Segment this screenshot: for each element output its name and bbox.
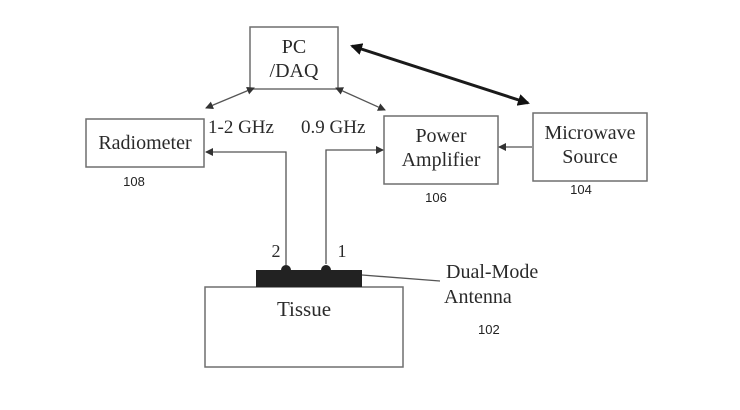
pc-radiometer-link-arrow: [205, 87, 255, 109]
power-amplifier-label-line1: Power: [415, 125, 466, 147]
microwave-source-ref-number: 104: [570, 182, 592, 197]
amplifier-to-port-1-arrow: [325, 146, 384, 264]
antenna-port-2-feed: [281, 265, 291, 275]
radiometer-block: Radiometer 108: [85, 118, 205, 189]
pc-daq-block: PC /DAQ: [249, 26, 339, 90]
port-1-label: 1: [338, 241, 347, 261]
antenna-leader-line: [361, 274, 441, 282]
pc-amplifier-link-arrow: [335, 87, 386, 111]
power-amplifier-block: Power Amplifier 106: [383, 115, 499, 205]
antenna-label-line2: Antenna: [444, 286, 512, 308]
pc-daq-label-line1: PC: [282, 36, 306, 58]
power-amplifier-ref-number: 106: [425, 190, 447, 205]
microwave-source-block: Microwave Source 104: [532, 112, 648, 197]
dual-mode-antenna: Dual-Mode Antenna 102: [256, 261, 538, 337]
port-2-label: 2: [272, 241, 281, 261]
heating-frequency-label: 0.9 GHz: [301, 117, 365, 138]
radiometer-frequency-label: 1-2 GHz: [208, 117, 274, 138]
antenna-port-1-feed: [321, 265, 331, 275]
antenna-label-line1: Dual-Mode: [446, 261, 538, 283]
port-2-to-radiometer-arrow: [205, 148, 287, 265]
power-amplifier-label-line2: Amplifier: [402, 149, 481, 171]
radiometer-label: Radiometer: [98, 132, 192, 154]
antenna-ref-number: 102: [478, 322, 500, 337]
microwave-source-label-line1: Microwave: [544, 122, 635, 144]
radiometer-ref-number: 108: [123, 174, 145, 189]
microwave-source-label-line2: Source: [562, 146, 618, 168]
pc-microwave-source-link-arrow: [350, 43, 530, 106]
tissue-block: Tissue: [204, 286, 404, 368]
tissue-label: Tissue: [277, 297, 331, 321]
pc-daq-label-line2: /DAQ: [270, 60, 319, 82]
antenna-patch: [256, 270, 362, 287]
